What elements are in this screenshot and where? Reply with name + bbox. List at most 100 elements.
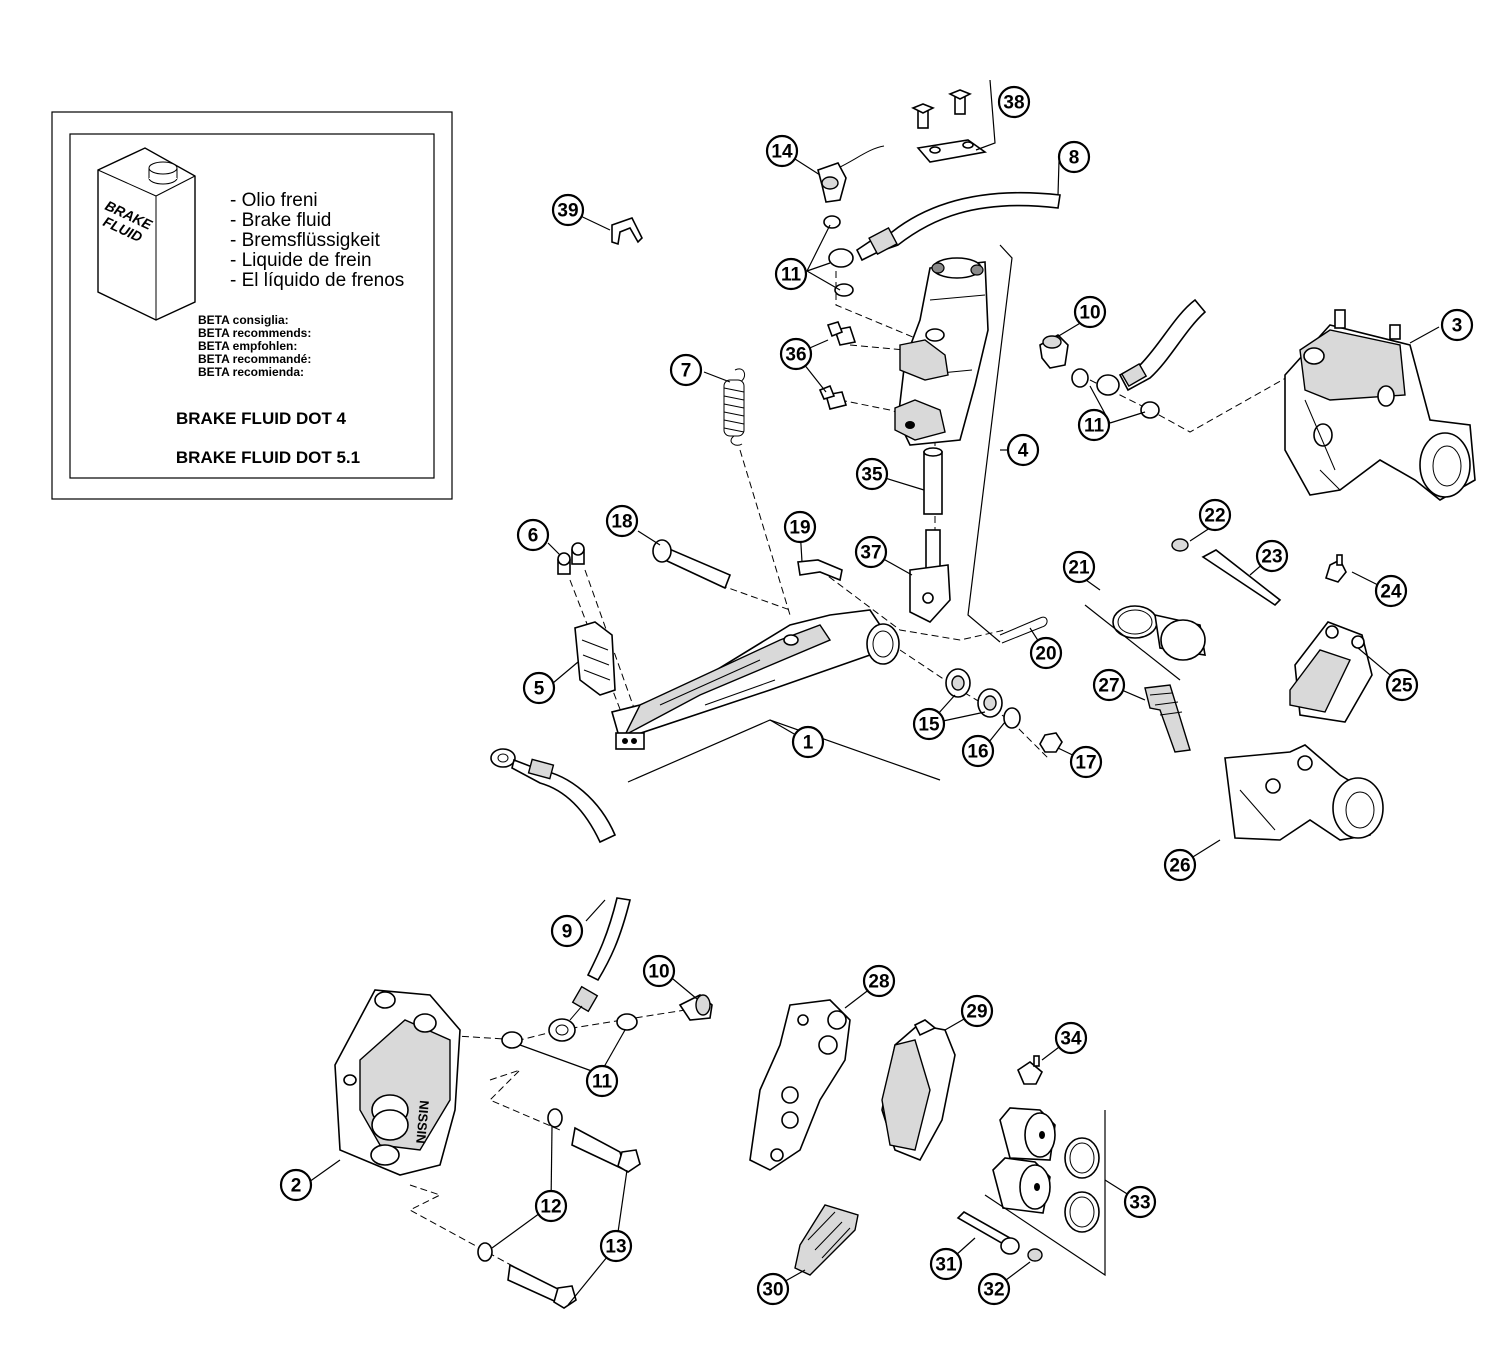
brake-fluid-can-icon: BRAKE FLUID (97, 147, 196, 321)
svg-text:1: 1 (803, 733, 814, 754)
hose-clip (611, 217, 643, 246)
callout-19: 19 (783, 510, 817, 544)
fluid-name-it: - Olio freni (230, 190, 318, 211)
callout-11-rear: 11 (1077, 408, 1111, 442)
svg-text:17: 17 (1075, 753, 1096, 774)
svg-text:39: 39 (557, 201, 578, 222)
callout-22: 22 (1198, 498, 1232, 532)
recommend-es: BETA recomienda: (198, 365, 304, 379)
svg-text:3: 3 (1452, 316, 1463, 337)
callout-32: 32 (977, 1272, 1011, 1306)
svg-text:15: 15 (918, 715, 940, 736)
callout-2: 2 (279, 1168, 313, 1202)
callout-26: 26 (1163, 848, 1197, 882)
svg-text:35: 35 (861, 465, 883, 486)
svg-text:4: 4 (1018, 441, 1029, 462)
svg-text:24: 24 (1380, 582, 1402, 603)
callout-23: 23 (1255, 539, 1289, 573)
rear-caliper (1284, 309, 1476, 501)
caliper-brand: NISSIN (413, 1100, 432, 1144)
pad-spring (1144, 684, 1191, 753)
callout-24: 24 (1374, 574, 1408, 608)
callout-4: 4 (1006, 433, 1040, 467)
callout-1: 1 (791, 725, 825, 759)
callout-27: 27 (1092, 668, 1126, 702)
svg-text:11: 11 (781, 265, 802, 286)
svg-text:28: 28 (868, 972, 889, 993)
callout-12: 12 (534, 1189, 568, 1223)
svg-text:31: 31 (935, 1255, 957, 1276)
reservoir-cap (911, 79, 996, 163)
svg-text:37: 37 (860, 543, 881, 564)
assembly-lines (408, 260, 1301, 1271)
front-caliper: NISSIN (334, 989, 461, 1176)
callout-16: 16 (961, 734, 995, 768)
callout-5: 5 (522, 671, 556, 705)
callout-35: 35 (855, 457, 889, 491)
svg-text:18: 18 (611, 512, 632, 533)
rear-master-cylinder (894, 257, 989, 446)
callout-21: 21 (1062, 550, 1096, 584)
svg-text:13: 13 (605, 1237, 626, 1258)
callout-39: 39 (551, 193, 585, 227)
callout-25: 25 (1385, 668, 1419, 702)
svg-text:7: 7 (681, 361, 692, 382)
svg-text:19: 19 (789, 518, 810, 539)
callout-15: 15 (912, 707, 946, 741)
svg-text:10: 10 (648, 962, 669, 983)
callout-11-master: 11 (774, 257, 808, 291)
master-cylinder-hose (817, 145, 1061, 297)
callout-28: 28 (862, 964, 896, 998)
front-brake-hose-end (490, 748, 617, 844)
front-caliper-bolts (477, 1108, 641, 1309)
svg-text:27: 27 (1098, 676, 1119, 697)
callout-14: 14 (765, 134, 799, 168)
svg-text:8: 8 (1069, 148, 1080, 169)
callout-31: 31 (929, 1247, 963, 1281)
front-caliper-bracket (749, 999, 851, 1171)
front-bleeder-valve (1017, 1055, 1043, 1085)
cotter-pin (999, 616, 1048, 644)
svg-text:2: 2 (291, 1176, 302, 1197)
callout-29: 29 (960, 994, 994, 1028)
svg-text:10: 10 (1079, 303, 1100, 324)
svg-text:32: 32 (983, 1280, 1004, 1301)
callout-3: 3 (1440, 308, 1474, 342)
callout-9: 9 (550, 914, 584, 948)
recommend-de: BETA empfohlen: (198, 339, 297, 353)
svg-text:38: 38 (1003, 93, 1024, 114)
callout-33: 33 (1123, 1185, 1157, 1219)
grade-dot51: BRAKE FLUID DOT 5.1 (176, 448, 360, 467)
fluid-name-en: - Brake fluid (230, 210, 331, 231)
rear-caliper-hose (1039, 298, 1207, 419)
return-spring (723, 368, 746, 446)
recommend-en: BETA recommends: (198, 326, 311, 340)
master-cylinder-bolts (818, 321, 857, 410)
callout-18: 18 (605, 504, 639, 538)
svg-text:5: 5 (534, 679, 545, 700)
svg-text:12: 12 (540, 1197, 561, 1218)
rear-caliper-internals (1112, 538, 1347, 661)
svg-text:23: 23 (1261, 547, 1282, 568)
recommend-fr: BETA recommandé: (198, 352, 311, 366)
callouts: 1 2 3 4 5 6 7 8 9 10 10 11 11 11 12 13 1… (279, 85, 1474, 1306)
fluid-name-es: - El líquido de frenos (230, 270, 404, 291)
callout-17: 17 (1069, 745, 1103, 779)
front-pad-spring (794, 1204, 859, 1276)
fluid-name-fr: - Liquide de frein (230, 250, 372, 271)
callout-13: 13 (599, 1229, 633, 1263)
front-pistons (992, 1107, 1100, 1233)
brake-fluid-info-box: BRAKE FLUID - Olio freni - Brake fluid -… (51, 111, 453, 500)
callout-6: 6 (516, 518, 550, 552)
front-brake-pads (881, 1019, 956, 1162)
svg-text:36: 36 (785, 345, 806, 366)
grade-dot4: BRAKE FLUID DOT 4 (176, 409, 347, 428)
svg-text:34: 34 (1060, 1029, 1082, 1050)
svg-text:16: 16 (967, 742, 988, 763)
svg-text:9: 9 (562, 922, 573, 943)
callout-7: 7 (669, 353, 703, 387)
callout-38: 38 (997, 85, 1031, 119)
pedal-bearings (945, 668, 1063, 753)
pivot-bolt (652, 539, 732, 590)
